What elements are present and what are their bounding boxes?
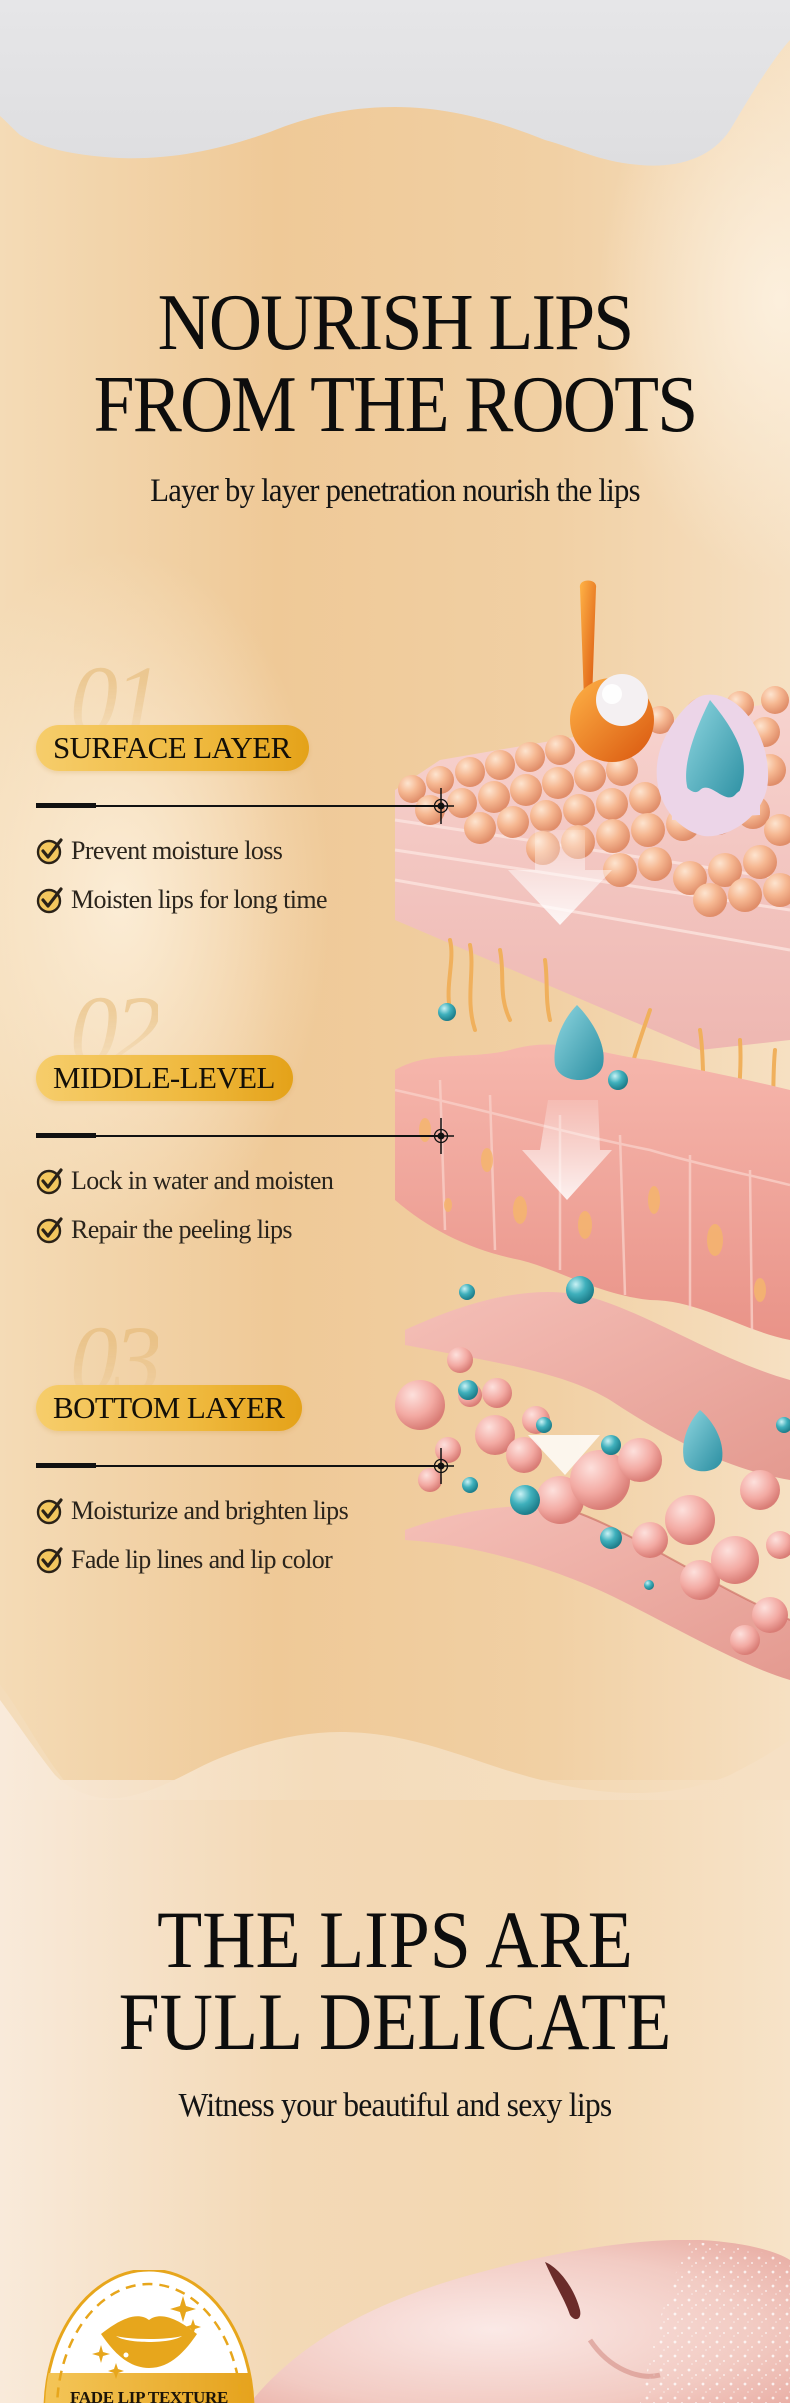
check-circle-icon — [36, 1547, 63, 1574]
teal-water-drop-icon — [656, 694, 769, 837]
layer-block-middle: 02 MIDDLE-LEVEL Lock in water and moiste… — [0, 970, 460, 1270]
feature-item: Moisten lips for long time — [36, 883, 328, 917]
layer-title-pill: SURFACE LAYER — [36, 725, 309, 771]
layer-block-bottom: 03 BOTTOM LAYER Moisturize and brighten … — [0, 1300, 460, 1600]
section2-subtitle: Witness your beautiful and sexy lips — [178, 2087, 612, 2124]
target-marker-icon — [428, 788, 454, 824]
divider-line — [96, 1135, 442, 1137]
feature-text: Prevent moisture loss — [71, 836, 283, 865]
check-circle-icon — [36, 887, 63, 914]
lip-layers-illustration — [394, 580, 790, 1680]
top-wave-decoration — [0, 0, 790, 166]
lips-icon — [101, 2316, 197, 2368]
section2-title-line2: FULL DELICATE — [118, 1976, 672, 2067]
divider-thick — [36, 1463, 96, 1468]
bottom-bubbles — [395, 1276, 790, 1655]
lips-closeup-photo — [250, 2240, 790, 2403]
check-circle-icon — [36, 1498, 63, 1525]
feature-item: Lock in water and moisten — [36, 1164, 334, 1198]
feature-item: Fade lip lines and lip color — [36, 1543, 333, 1577]
layer-title-pill: MIDDLE-LEVEL — [36, 1055, 293, 1101]
badge-label: FADE LIP TEXTURE — [70, 2388, 228, 2403]
feature-text: Fade lip lines and lip color — [71, 1545, 333, 1574]
section-divider-wave-lower — [0, 1700, 790, 1800]
feature-item: Repair the peeling lips — [36, 1213, 292, 1247]
target-marker-icon — [428, 1448, 454, 1484]
down-arrow-icon — [508, 830, 612, 925]
sparkle-icons — [92, 2296, 201, 2379]
surface-beads — [398, 686, 790, 917]
divider-line — [96, 1465, 442, 1467]
feature-text: Moisten lips for long time — [71, 885, 328, 914]
feature-text: Repair the peeling lips — [71, 1215, 292, 1244]
feature-text: Lock in water and moisten — [71, 1166, 334, 1195]
check-circle-icon — [36, 1217, 63, 1244]
check-circle-icon — [36, 838, 63, 865]
target-marker-icon — [428, 1118, 454, 1154]
section2-title-line1: THE LIPS ARE — [157, 1894, 633, 1985]
orange-serum-drop-icon — [570, 580, 654, 762]
feature-item: Moisturize and brighten lips — [36, 1494, 349, 1528]
check-circle-icon — [36, 1168, 63, 1195]
hero-title-line2: FROM THE ROOTS — [93, 361, 699, 449]
divider-thick — [36, 803, 96, 808]
layer-block-surface: 01 SURFACE LAYER Prevent moisture loss M… — [0, 640, 460, 940]
hero-subtitle: Layer by layer penetration nourish the l… — [150, 473, 640, 509]
layer-title-pill: BOTTOM LAYER — [36, 1385, 303, 1431]
fade-lip-texture-badge: FADE LIP TEXTURE — [41, 2268, 257, 2403]
badge-shape — [43, 2268, 255, 2403]
feature-item: Prevent moisture loss — [36, 834, 283, 868]
hero-title-line1: NOURISH LIPS — [157, 279, 635, 367]
divider-thick — [36, 1133, 96, 1138]
divider-line — [96, 805, 442, 807]
feature-text: Moisturize and brighten lips — [71, 1496, 349, 1525]
